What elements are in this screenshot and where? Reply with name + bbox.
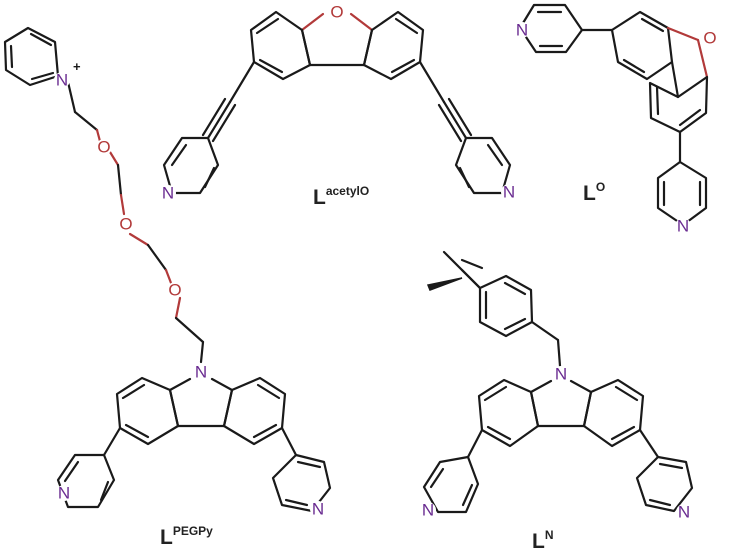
label-pegpy: LPEGPy	[160, 524, 213, 549]
lo-bottom-pyridine-n: N	[677, 217, 689, 236]
molecule-ln	[422, 250, 694, 514]
acetylo-alkyne-left	[201, 60, 256, 143]
ln-carbazole-n-backdrop	[553, 366, 569, 382]
pegpy-pyridinium-n-backdrop	[54, 72, 70, 88]
label-pegpy-sup: PEGPy	[173, 524, 213, 538]
pegpy-carbazole-right-benzene	[222, 376, 287, 446]
pegpy-carbazole-n: N	[195, 363, 207, 382]
pegpy-left-pyridine-n: N	[58, 484, 70, 503]
ln-carbazole-right-benzene	[582, 378, 645, 448]
lo-furan	[666, 26, 709, 99]
label-acetylo-sup: acetylO	[326, 184, 369, 198]
pegpy-carbazole-n-backdrop	[193, 364, 209, 380]
pegpy-pyridinium-ring	[3, 26, 60, 87]
lo-oxygen-atom-backdrop	[702, 30, 718, 46]
ln-left-pyridine-n-backdrop	[420, 502, 436, 518]
molecule-acetylo	[162, 10, 512, 195]
ln-ch2-bond	[530, 320, 560, 342]
pegpy-ether-o2-backdrop	[118, 216, 134, 232]
pegpy-left-pyridine-n-backdrop	[56, 485, 72, 501]
acetylo-right-pyridine-n: N	[503, 183, 515, 202]
lo-lower-benzene	[648, 75, 709, 134]
ln-left-pyridine	[422, 455, 480, 514]
pegpy-ether-o1: O	[97, 138, 110, 157]
molecule-pegpy	[3, 26, 332, 513]
pegpy-pyridinium-n: N	[56, 71, 68, 90]
lo-top-pyridine-n: N	[516, 21, 528, 40]
ln-bond-left-pyridyl	[466, 428, 484, 459]
pegpy-carbazole-left-benzene	[115, 376, 180, 446]
ln-tert-butyl	[426, 250, 484, 291]
pegpy-left-pyridine	[56, 453, 116, 509]
label-lo-base: L	[583, 182, 596, 205]
ln-carbazole-n: N	[555, 365, 567, 384]
pegpy-carbazole-pyrrole	[168, 377, 234, 428]
label-acetylo-base: L	[313, 186, 326, 209]
label-ln: LN	[532, 528, 554, 551]
ln-right-pyridine-n-backdrop	[676, 504, 692, 520]
lo-upper-benzene	[610, 10, 674, 81]
acetylo-right-pyridine-n-backdrop	[501, 184, 517, 200]
label-ln-sup: N	[545, 528, 554, 542]
lo-bottom-pyridine-n-backdrop	[675, 218, 691, 234]
acetylo-alkyne-right	[418, 60, 473, 143]
lo-oxygen-atom: O	[703, 29, 716, 48]
acetylo-furan-bonds	[300, 12, 374, 67]
ln-right-pyridine-n: N	[678, 503, 690, 522]
ln-carbazole-left-benzene	[477, 378, 540, 448]
ln-left-pyridine-n: N	[422, 501, 434, 520]
pegpy-peg-chain	[66, 80, 205, 364]
molecule-lo	[518, 3, 709, 227]
atom-labels: O N N N O N N O O O N N N N N N +	[54, 3, 718, 522]
label-pegpy-base: L	[160, 526, 173, 549]
lo-top-pyridine-n-backdrop	[514, 22, 530, 38]
acetylo-right-benzene	[362, 10, 425, 81]
ln-bond-right-pyridyl	[638, 428, 660, 459]
pegpy-ether-o1-backdrop	[96, 139, 112, 155]
label-ln-base: L	[532, 530, 545, 551]
ln-right-pyridine	[635, 455, 694, 513]
pegpy-bond-right-pyridyl	[280, 426, 298, 457]
acetylo-left-pyridine-n: N	[162, 184, 174, 203]
pegpy-right-pyridine-n: N	[312, 500, 324, 519]
ln-benzyl-benzene	[478, 274, 534, 338]
pegpy-ether-o3-backdrop	[167, 282, 183, 298]
acetylo-left-benzene	[249, 10, 312, 81]
ln-n-bond	[556, 338, 562, 368]
compound-labels: LacetylO LO LPEGPy LN	[160, 180, 605, 553]
pegpy-bond-left-pyridyl	[102, 426, 122, 457]
label-lo: LO	[583, 180, 605, 205]
label-lo-sup: O	[596, 180, 605, 194]
pegpy-ether-o3: O	[168, 281, 181, 300]
label-acetylo: LacetylO	[313, 184, 369, 209]
ln-carbazole-pyrrole	[529, 379, 593, 428]
pegpy-right-pyridine-n-backdrop	[310, 501, 326, 517]
pegpy-positive-charge: +	[73, 59, 81, 74]
acetylo-left-pyridine-n-backdrop	[160, 185, 176, 201]
pegpy-ether-o2: O	[119, 215, 132, 234]
acetylo-oxygen-atom: O	[330, 3, 343, 22]
acetylo-oxygen-atom-backdrop	[329, 4, 345, 20]
